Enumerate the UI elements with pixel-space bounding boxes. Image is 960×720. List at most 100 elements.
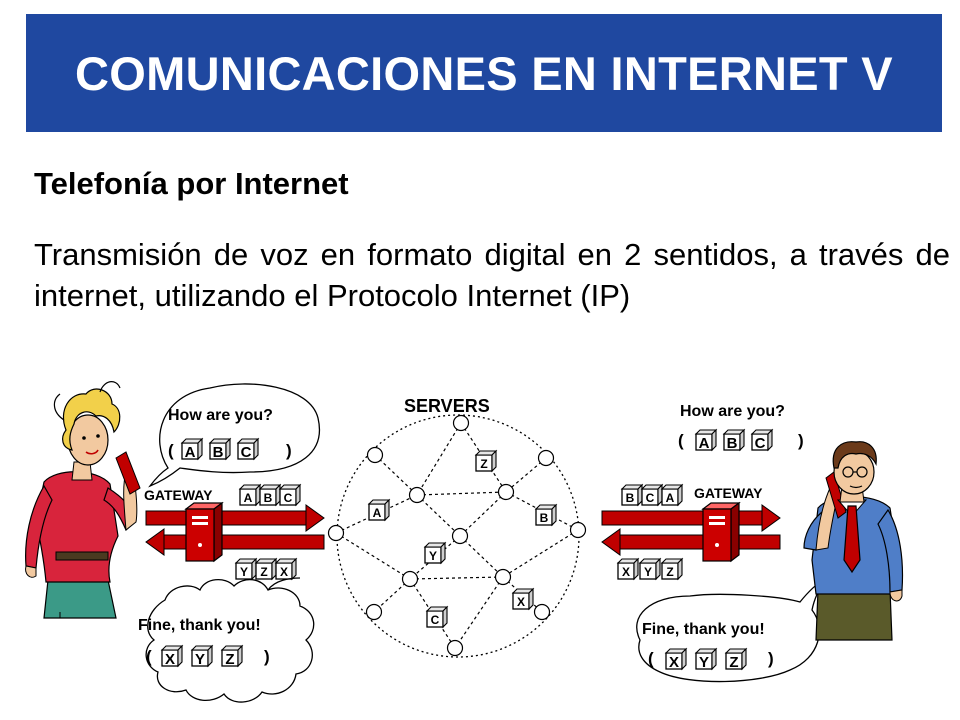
packet-letter: Z [225, 651, 234, 668]
left-side: How are you? ( ) A B C GATEWAY A B C Y Z… [25, 381, 325, 703]
left-answer-bubble [145, 579, 315, 703]
right-answer-text: Fine, thank you! [642, 621, 765, 638]
network-node [408, 486, 426, 504]
packet-letter: Y [429, 549, 437, 563]
packet-cube: C [279, 484, 301, 506]
network-node [494, 568, 512, 586]
right-side: How are you? ( ) A B C GATEWAY B C A X Y… [601, 403, 904, 683]
packet-cube: X [161, 645, 183, 668]
left-answer-bubble-tail [267, 577, 301, 591]
right-gateway-server [702, 502, 740, 562]
left-answer-paren-open: ( [146, 647, 152, 666]
left-gateway-label: GATEWAY [144, 487, 213, 503]
packet-cube: A [181, 438, 203, 461]
packet-letter: A [666, 491, 675, 505]
packet-letter: X [165, 651, 175, 668]
network-node [327, 524, 345, 542]
network-node [452, 414, 470, 432]
packet-letter: Y [644, 565, 652, 579]
packet-cube: B [209, 438, 231, 461]
packet-cube: A [239, 484, 261, 506]
right-gateway-label: GATEWAY [694, 485, 763, 501]
packet-cube: Z [725, 648, 747, 671]
packet-letter: A [244, 491, 253, 505]
packet-cube: Z [661, 558, 683, 580]
left-top-packets: A B C [239, 484, 301, 506]
packet-cube: X [617, 558, 639, 580]
packet-letter: Y [240, 565, 248, 579]
left-question-paren-close: ) [286, 441, 292, 460]
packet-letter: X [622, 565, 630, 579]
network-node [497, 483, 515, 501]
network-nodes [327, 414, 587, 657]
network-links [335, 422, 579, 649]
packet-letter: Z [666, 565, 673, 579]
left-gateway-server [185, 502, 223, 562]
packet-letter: A [185, 444, 196, 461]
left-answer-paren-close: ) [264, 647, 270, 666]
network-node [446, 639, 464, 657]
left-question-bubble [148, 383, 320, 488]
packet-cube: Z [475, 450, 497, 472]
network-node [401, 570, 419, 588]
network-packets: Z A B Y X C [368, 450, 557, 628]
right-question-paren-open: ( [678, 431, 684, 450]
network-node [366, 446, 384, 464]
packet-letter: A [699, 435, 710, 452]
network-node [533, 603, 551, 621]
right-top-packets: B C A [621, 484, 683, 506]
packet-cube: Y [191, 645, 213, 668]
packet-letter: X [669, 654, 679, 671]
network-node [569, 521, 587, 539]
packet-letter: Z [480, 457, 487, 471]
right-answer-packets: X Y Z [665, 648, 747, 671]
packet-cube: A [695, 429, 717, 452]
left-question-paren-open: ( [168, 441, 174, 460]
man-caller-illustration [803, 441, 904, 641]
left-question-text: How are you? [168, 407, 273, 424]
network-node [537, 449, 555, 467]
slide-title: COMUNICACIONES EN INTERNET V [75, 46, 893, 100]
left-answer-packets: X Y Z [161, 645, 243, 668]
woman-caller-illustration [25, 381, 141, 619]
left-answer-text: Fine, thank you! [138, 617, 261, 634]
packet-letter: Z [729, 654, 738, 671]
packet-letter: X [280, 565, 288, 579]
packet-cube: X [275, 558, 297, 580]
right-bottom-packets: X Y Z [617, 558, 683, 580]
packet-letter: C [284, 491, 293, 505]
left-incoming-arrow [145, 528, 325, 556]
network-node [365, 603, 383, 621]
packet-letter: Y [699, 654, 709, 671]
right-answer-paren-close: ) [768, 649, 774, 668]
slide-body: Transmisión de voz en formato digital en… [34, 237, 950, 313]
packet-cube: Z [221, 645, 243, 668]
packet-letter: B [626, 491, 635, 505]
right-answer-paren-open: ( [648, 649, 654, 668]
packet-cube: C [426, 606, 448, 628]
packet-letter: C [646, 491, 655, 505]
right-question-packets: A B C [695, 429, 773, 452]
packet-cube: A [661, 484, 683, 506]
packet-cube: B [259, 484, 281, 506]
packet-cube: X [512, 588, 534, 610]
packet-cube: B [535, 504, 557, 526]
packet-letter: B [727, 435, 738, 452]
servers-label: SERVERS [404, 396, 490, 416]
network-node [451, 527, 469, 545]
packet-letter: B [264, 491, 273, 505]
packet-letter: B [540, 511, 549, 525]
packet-cube: X [665, 648, 687, 671]
packet-cube: B [621, 484, 643, 506]
packet-letter: Y [195, 651, 205, 668]
right-incoming-arrow [601, 504, 781, 532]
right-outgoing-arrow [601, 528, 781, 556]
right-question-paren-close: ) [798, 431, 804, 450]
packet-cube: Y [235, 558, 257, 580]
packet-letter: Z [260, 565, 267, 579]
left-outgoing-arrow [145, 504, 325, 532]
packet-letter: B [213, 444, 224, 461]
slide-subtitle: Telefonía por Internet [34, 166, 349, 201]
left-question-packets: A B C [181, 438, 259, 461]
